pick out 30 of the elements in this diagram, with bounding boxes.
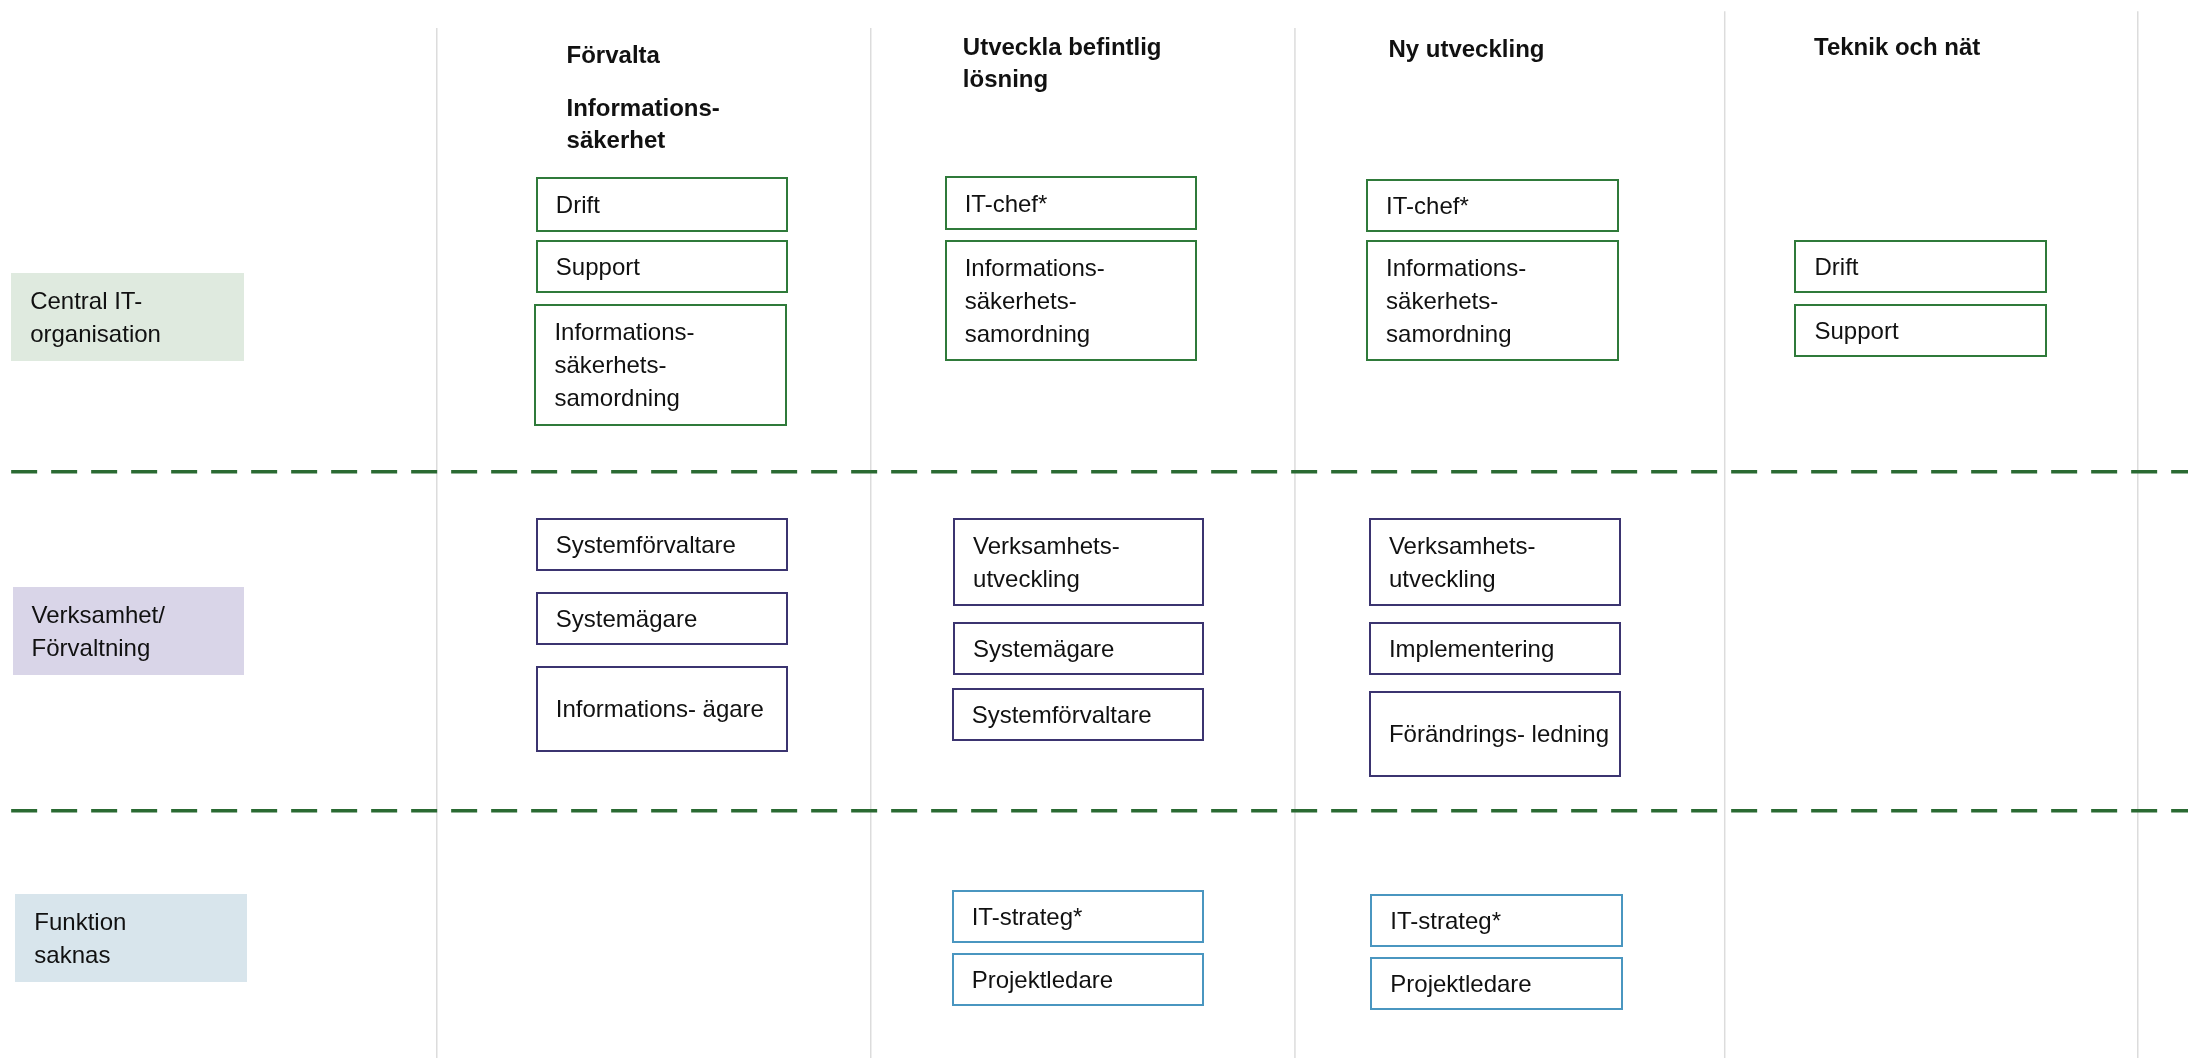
role-box: Support	[535, 240, 789, 293]
role-box: IT-chef*	[1366, 178, 1619, 232]
role-box: Drift	[1794, 240, 2048, 293]
role-box: Support	[1794, 304, 2048, 358]
row-label-box: Verksamhet/ Förvaltning	[12, 587, 245, 676]
column-heading: Utveckla befintlig lösning	[962, 31, 1163, 94]
role-box: Informations- säkerhets- samordning	[534, 304, 787, 426]
column-heading: Förvalta	[566, 40, 661, 71]
role-box: Systemförvaltare	[535, 517, 789, 571]
role-box: Informations- säkerhets- samordning	[1366, 240, 1619, 362]
column-heading: Teknik och nät	[1814, 31, 1982, 62]
role-box: IT-chef*	[944, 175, 1198, 231]
role-box: IT-strateg*	[951, 890, 1205, 944]
role-box: Verksamhets- utveckling	[1368, 517, 1622, 606]
role-box: Projektledare	[1370, 957, 1623, 1011]
role-box: Verksamhets- utveckling	[953, 517, 1205, 606]
row-label-box: Funktion saknas	[15, 894, 247, 983]
role-box: Projektledare	[951, 953, 1205, 1007]
role-box: Förändrings- ledning	[1368, 690, 1622, 778]
role-box: Drift	[535, 177, 789, 232]
role-box: Systemägare	[535, 591, 789, 645]
row-label-box: Central IT-organisation	[11, 273, 245, 362]
role-box: Informations- ägare	[535, 665, 789, 753]
role-box: Systemägare	[953, 622, 1205, 676]
role-box: Systemförvaltare	[951, 687, 1205, 741]
role-box: Informations- säkerhets- samordning	[944, 240, 1198, 362]
column-heading: Informations- säkerhet	[566, 93, 721, 156]
column-heading: Ny utveckling	[1388, 34, 1546, 65]
role-box: IT-strateg*	[1370, 894, 1623, 948]
role-box: Implementering	[1368, 622, 1622, 676]
